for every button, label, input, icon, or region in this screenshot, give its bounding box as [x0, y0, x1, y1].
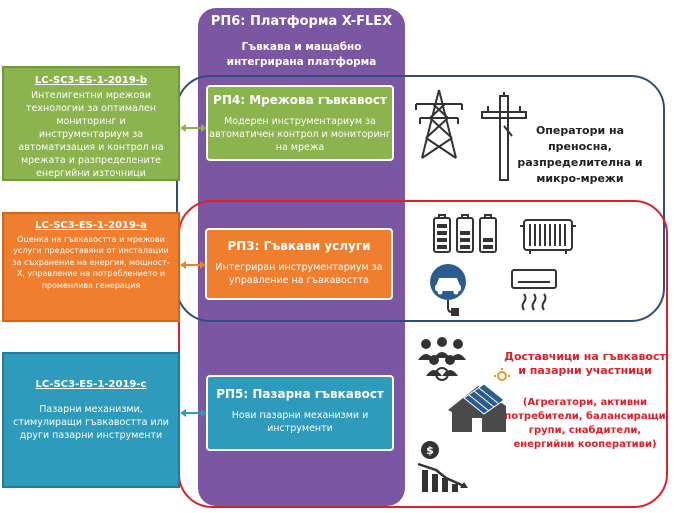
- rp6-subtitle: Гъвкава и мащабно интегрирана платформа: [198, 40, 405, 70]
- call-text-b: Интелигентни мрежови технологии за оптим…: [18, 90, 164, 179]
- providers-title: Доставчици на гъвкавост и пазарни участн…: [504, 350, 666, 377]
- call-box-a: LC-SC3-ES-1-2019-a Оценка на гъвкавостта…: [2, 212, 180, 322]
- rp3-title: РП3: Гъвкави услуги: [227, 239, 371, 253]
- operators-label: Оператори на преносна, разпределителна и…: [517, 124, 643, 185]
- grid-operators-frame: [176, 75, 665, 322]
- rp3-description: Интегриран инструментариум за управление…: [215, 262, 383, 286]
- rp5-description: Нови пазарни механизми и инструменти: [231, 410, 369, 434]
- call-code-a: LC-SC3-ES-1-2019-a: [35, 220, 147, 231]
- svg-text:$: $: [426, 444, 434, 457]
- air-conditioner-icon: [511, 269, 557, 311]
- radiator-icon: [520, 219, 576, 254]
- price-decline-icon: $: [417, 441, 468, 492]
- call-box-b: LC-SC3-ES-1-2019-b Интелигентни мрежови …: [2, 66, 180, 181]
- house-solar-icon: [448, 368, 510, 432]
- rp4-description: Модерен инструментариум за автоматичен к…: [209, 116, 391, 153]
- providers-description: (Агрегатори, активни потребители, баланс…: [504, 397, 666, 450]
- rp6-subtitle-line1: Гъвкава и мащабно: [241, 41, 362, 53]
- electric-car-icon: [430, 264, 466, 316]
- people-group-icon: [418, 337, 466, 381]
- rp6-subtitle-line2: интегрирана платформа: [226, 56, 377, 68]
- utility-pole-icon: [481, 92, 527, 181]
- call-text-a: Оценка на гъвкавостта и мрежови услуги п…: [12, 234, 170, 290]
- rp5-title: РП5: Пазарна гъвкавост: [216, 387, 384, 401]
- rp3-flexible-services-box: РП3: Гъвкави услуги Интегриран инструмен…: [205, 228, 393, 300]
- double-arrow-icon: [180, 261, 206, 269]
- double-arrow-icon: [180, 124, 207, 132]
- rp6-title: РП6: Платформа X-FLEX: [210, 14, 393, 29]
- call-text-c: Пазарни механизми, стимулиращи гъвкавост…: [13, 404, 169, 441]
- double-arrow-icon: [180, 409, 207, 417]
- rp4-grid-flexibility-box: РП4: Мрежова гъвкавост Модерен инструмен…: [206, 85, 394, 161]
- call-code-b: LC-SC3-ES-1-2019-b: [34, 75, 148, 86]
- call-box-c: LC-SC3-ES-1-2019-c Пазарни механизми, ст…: [2, 352, 180, 488]
- rp5-market-flexibility-box: РП5: Пазарна гъвкавост Нови пазарни меха…: [206, 375, 394, 451]
- transmission-tower-icon: [415, 89, 463, 159]
- rp4-title: РП4: Мрежова гъвкавост: [213, 93, 387, 107]
- battery-icon: [433, 214, 497, 253]
- call-code-c: LC-SC3-ES-1-2019-c: [35, 379, 147, 390]
